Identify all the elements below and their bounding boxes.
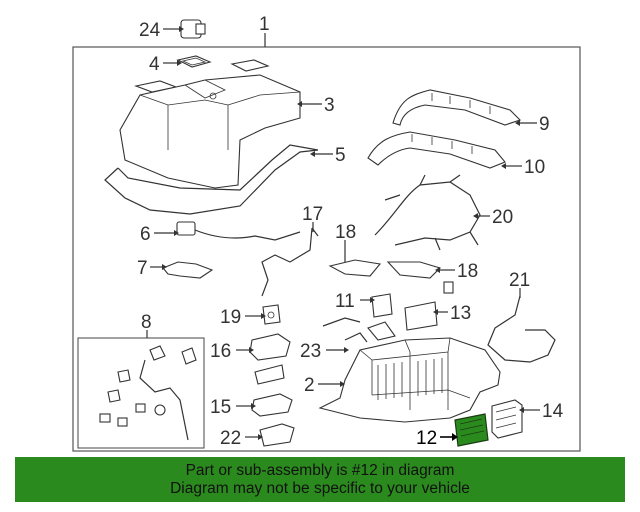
callout-17: 17	[302, 204, 323, 225]
callout-14: 14	[542, 401, 564, 422]
callout-15: 15	[210, 397, 231, 418]
callout-4: 4	[149, 54, 160, 75]
callout-20: 20	[492, 207, 513, 228]
part-7	[162, 261, 214, 279]
callout-24: 24	[139, 20, 161, 41]
callout-19: 19	[220, 307, 241, 328]
callout-22: 22	[220, 428, 241, 449]
callout-5: 5	[335, 145, 346, 166]
banner-line-1: Part or sub-assembly is #12 in diagram	[185, 461, 455, 479]
part-15	[251, 393, 293, 417]
inset-box-8	[77, 337, 205, 449]
callout-18a: 18	[335, 222, 356, 243]
part-11	[371, 293, 393, 318]
info-banner: Part or sub-assembly is #12 in diagram D…	[15, 457, 625, 502]
callout-3: 3	[324, 95, 335, 116]
callout-11: 11	[335, 291, 355, 312]
part-20-harness	[374, 174, 481, 251]
callout-9: 9	[539, 114, 550, 135]
callout-13: 13	[450, 303, 471, 324]
part-8-items	[99, 345, 197, 441]
part-21	[487, 295, 556, 363]
part-16	[249, 333, 291, 361]
part-3-cover	[119, 74, 301, 189]
part-17	[261, 227, 319, 297]
part-6	[176, 221, 301, 241]
callout-23: 23	[300, 341, 321, 362]
part-24	[180, 19, 206, 39]
part-23	[322, 317, 368, 343]
parts-diagram: 24 1 4 3 9 5 10 17 20 6 18 7 18 21 11 13…	[72, 14, 581, 452]
callout-1: 1	[259, 14, 270, 35]
part-18	[328, 259, 442, 279]
part-10-tube	[367, 131, 506, 169]
part-12-highlighted	[454, 413, 489, 447]
callout-10: 10	[524, 157, 545, 178]
callout-12: 12	[416, 428, 437, 449]
callout-16: 16	[210, 341, 231, 362]
callout-18b: 18	[457, 261, 478, 282]
leader-lines	[146, 26, 540, 441]
part-14	[491, 399, 523, 439]
part-23-bracket	[367, 321, 396, 341]
callout-21: 21	[509, 270, 530, 291]
part-bracket-under-16	[254, 364, 285, 385]
banner-line-2: Diagram may not be specific to your vehi…	[170, 479, 470, 497]
diagram-frame	[72, 46, 581, 452]
callout-6: 6	[140, 224, 151, 245]
part-9-tube	[392, 89, 522, 126]
part-5-gasket	[104, 144, 319, 215]
callout-8: 8	[141, 312, 152, 333]
part-13	[404, 301, 438, 331]
callout-7: 7	[137, 258, 148, 279]
part-19	[262, 304, 281, 325]
part-22	[259, 423, 295, 447]
part-2-battery	[318, 337, 501, 423]
callout-2: 2	[304, 375, 315, 396]
